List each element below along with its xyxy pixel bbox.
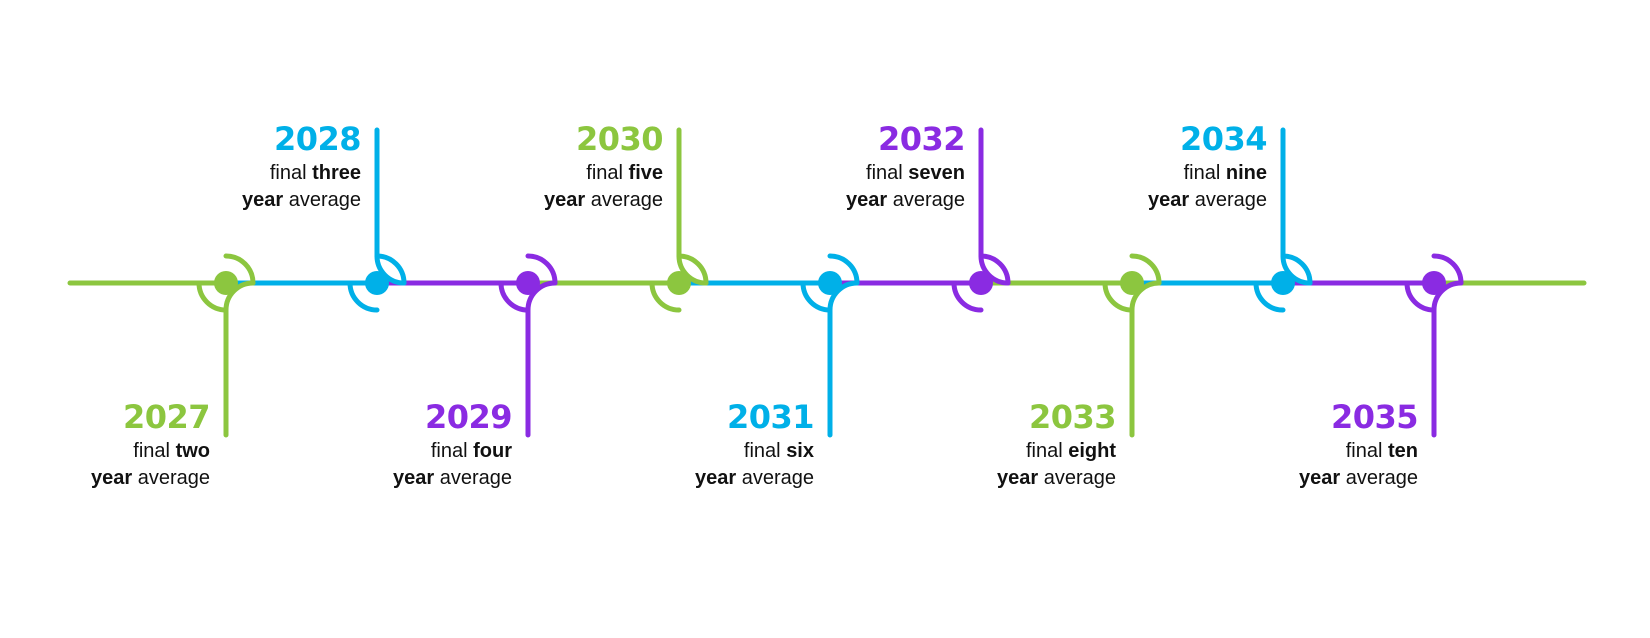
milestone-label-2033: 2033 final eight year average [856, 398, 1117, 492]
milestone-dot [818, 271, 842, 295]
milestone-text-line-1: final seven [866, 162, 965, 184]
milestone-label-2034: 2034 final nine year average [1007, 120, 1268, 214]
milestone-arc [347, 280, 380, 313]
milestone-dot [1422, 271, 1446, 295]
milestone-text-line-2: year average [393, 467, 512, 489]
milestone-text-line-2: year average [91, 467, 210, 489]
milestone-year: 2033 [1028, 398, 1117, 436]
milestone-text-line-1: final ten [1345, 440, 1418, 462]
milestone-year: 2035 [1330, 398, 1419, 436]
milestone-arc [1431, 253, 1464, 286]
milestone-arc [374, 253, 407, 286]
milestone-arc [827, 253, 860, 286]
milestone-arc [1280, 253, 1313, 286]
milestone-arc [800, 280, 833, 313]
milestone-dot [365, 271, 389, 295]
milestone-arc [1129, 253, 1162, 286]
milestone-arc [1102, 280, 1135, 313]
milestone-text-line-1: final eight [1025, 440, 1116, 462]
milestone-year: 2032 [877, 120, 966, 158]
milestone-dot [1120, 271, 1144, 295]
milestone-year: 2034 [1179, 120, 1268, 158]
milestone-dot [516, 271, 540, 295]
milestone-arc [649, 280, 682, 313]
milestone-arc [525, 253, 558, 286]
milestone-text-line-1: final five [586, 162, 663, 184]
milestone-year: 2031 [726, 398, 815, 436]
milestone-text-line-1: final four [430, 440, 512, 462]
milestone-year: 2028 [273, 120, 362, 158]
milestone-text-line-2: year average [846, 189, 965, 211]
milestone-dot [1271, 271, 1295, 295]
milestone-label-2028: 2028 final three year average [101, 120, 362, 214]
milestone-label-2031: 2031 final six year average [554, 398, 815, 492]
milestone-text-line-2: year average [1148, 189, 1267, 211]
milestone-stem [223, 280, 256, 438]
milestone-year: 2030 [575, 120, 664, 158]
milestone-text-line-2: year average [1299, 467, 1418, 489]
milestone-year: 2027 [122, 398, 211, 436]
milestone-stem [525, 280, 558, 438]
milestone-label-2035: 2035 final ten year average [1158, 398, 1419, 492]
milestone-dot [667, 271, 691, 295]
milestone-text-line-2: year average [997, 467, 1116, 489]
milestone-text-line-2: year average [695, 467, 814, 489]
milestone-dot [969, 271, 993, 295]
milestone-dot [214, 271, 238, 295]
milestone-arc [978, 253, 1011, 286]
milestone-arc [951, 280, 984, 313]
milestone-stem [1431, 280, 1464, 438]
milestone-arc [223, 253, 256, 286]
milestone-text-line-1: final six [743, 440, 814, 462]
milestone-text-line-2: year average [242, 189, 361, 211]
milestone-stem [1129, 280, 1162, 438]
milestone-arc [498, 280, 531, 313]
milestone-text-line-1: final nine [1183, 162, 1267, 184]
milestone-stem [827, 280, 860, 438]
milestone-arc [1253, 280, 1286, 313]
milestone-arc [196, 280, 229, 313]
milestone-text-line-1: final three [269, 162, 361, 184]
milestone-label-2029: 2029 final four year average [252, 398, 513, 492]
milestone-label-2027: 2027 final two year average [0, 398, 211, 492]
milestone-year: 2029 [424, 398, 513, 436]
milestone-arc [1404, 280, 1437, 313]
milestone-label-2030: 2030 final five year average [403, 120, 664, 214]
milestone-label-2032: 2032 final seven year average [705, 120, 966, 214]
milestone-arc [676, 253, 709, 286]
milestone-text-line-2: year average [544, 189, 663, 211]
milestone-text-line-1: final two [133, 440, 210, 462]
